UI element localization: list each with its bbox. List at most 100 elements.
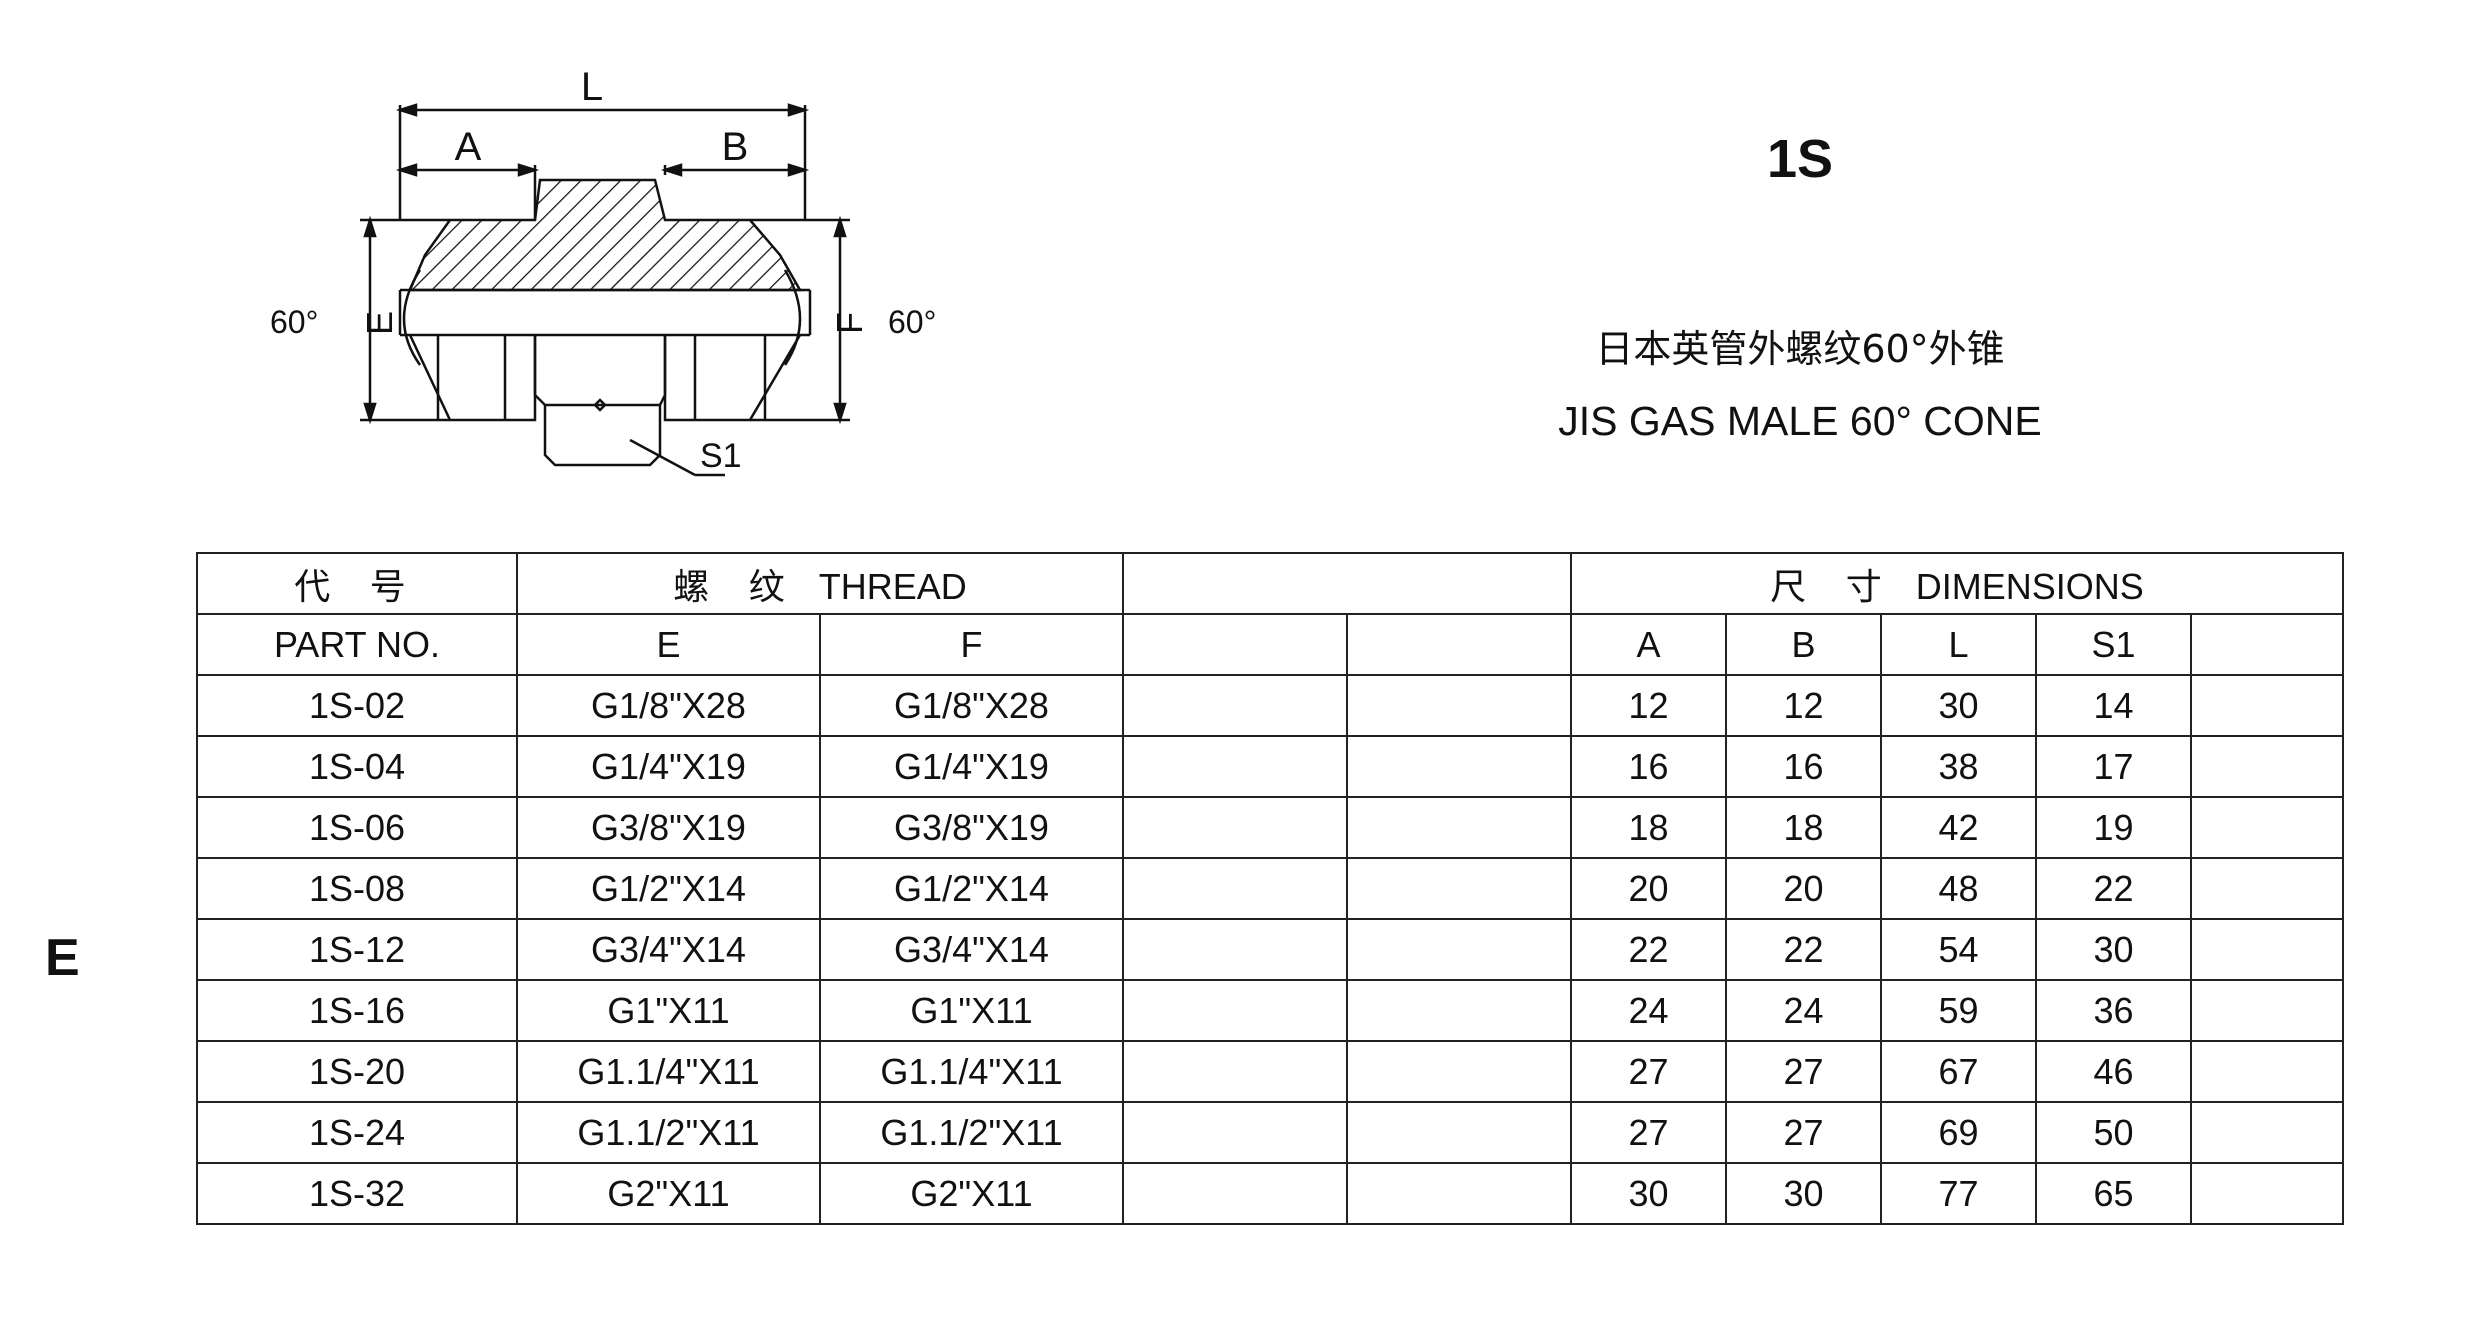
part-no-cell: 1S-16 — [196, 979, 518, 1042]
dim-b-cell: 12 — [1725, 674, 1882, 737]
blank-cell — [1346, 1040, 1572, 1103]
dim-label-e: E — [359, 311, 400, 335]
thread-e-cell: G3/4"X14 — [516, 918, 821, 981]
dim-l-cell: 48 — [1880, 857, 2037, 920]
dim-a-cell: 27 — [1570, 1040, 1727, 1103]
thread-f-cell: G1.1/2"X11 — [819, 1101, 1124, 1164]
dim-s1-cell: 17 — [2035, 735, 2192, 798]
blank-cell — [1346, 1101, 1572, 1164]
blank-cell — [1122, 1162, 1348, 1225]
angle-label-right: 60° — [888, 304, 936, 340]
thread-e-cell: G1/2"X14 — [516, 857, 821, 920]
thread-f-cell: G3/4"X14 — [819, 918, 1124, 981]
dim-s1-cell: 30 — [2035, 918, 2192, 981]
blank-cell — [1346, 735, 1572, 798]
dim-b-cell: 20 — [1725, 857, 1882, 920]
dim-b-cell: 27 — [1725, 1040, 1882, 1103]
dim-s1-cell: 46 — [2035, 1040, 2192, 1103]
thread-f-cell: G2"X11 — [819, 1162, 1124, 1225]
dim-a-cell: 20 — [1570, 857, 1727, 920]
dim-a-cell: 30 — [1570, 1162, 1727, 1225]
fitting-technical-drawing: L A B S1 60° 60° E F — [270, 65, 936, 477]
blank-cell — [2190, 674, 2344, 737]
dim-a-cell: 18 — [1570, 796, 1727, 859]
blank-cell — [1122, 857, 1348, 920]
thread-f-cell: G1/2"X14 — [819, 857, 1124, 920]
dim-s1-cell: 36 — [2035, 979, 2192, 1042]
blank-cell — [1346, 979, 1572, 1042]
dim-label-f: F — [829, 312, 870, 334]
model-code: 1S — [1766, 129, 1834, 189]
thread-e-cell: G2"X11 — [516, 1162, 821, 1225]
product-title-chinese: 日本英管外螺纹60°外锥 — [1595, 327, 2005, 371]
header-blank — [1122, 552, 1572, 615]
dim-label-s1: S1 — [700, 437, 742, 475]
dim-l-cell: 54 — [1880, 918, 2037, 981]
thread-e-cell: G1/8"X28 — [516, 674, 821, 737]
header-blank-1 — [1122, 613, 1348, 676]
part-no-cell: 1S-24 — [196, 1101, 518, 1164]
header-col-b: B — [1725, 613, 1882, 676]
header-col-s1: S1 — [2035, 613, 2192, 676]
header-col-a: A — [1570, 613, 1727, 676]
header-blank-3 — [2190, 613, 2344, 676]
part-no-cell: 1S-32 — [196, 1162, 518, 1225]
thread-e-cell: G1"X11 — [516, 979, 821, 1042]
part-no-cell: 1S-12 — [196, 918, 518, 981]
dim-a-cell: 22 — [1570, 918, 1727, 981]
blank-cell — [1122, 1040, 1348, 1103]
part-no-cell: 1S-02 — [196, 674, 518, 737]
header-part-cn: 代 号 — [196, 552, 518, 615]
spec-table: 代 号 螺 纹 THREAD 尺 寸 DIMENSIONS PART NO. E… — [196, 552, 2344, 1225]
blank-cell — [2190, 796, 2344, 859]
part-no-cell: 1S-08 — [196, 857, 518, 920]
section-letter: E — [45, 929, 80, 987]
blank-cell — [1346, 857, 1572, 920]
blank-cell — [2190, 1040, 2344, 1103]
header-col-f: F — [819, 613, 1124, 676]
product-title-english: JIS GAS MALE 60° CONE — [1558, 398, 2042, 444]
thread-e-cell: G3/8"X19 — [516, 796, 821, 859]
header-blank-2 — [1346, 613, 1572, 676]
part-no-cell: 1S-20 — [196, 1040, 518, 1103]
blank-cell — [1122, 796, 1348, 859]
dim-l-cell: 38 — [1880, 735, 2037, 798]
dim-b-cell: 24 — [1725, 979, 1882, 1042]
dim-b-cell: 27 — [1725, 1101, 1882, 1164]
dim-s1-cell: 50 — [2035, 1101, 2192, 1164]
part-no-cell: 1S-04 — [196, 735, 518, 798]
dim-a-cell: 27 — [1570, 1101, 1727, 1164]
blank-cell — [2190, 1101, 2344, 1164]
dim-l-cell: 77 — [1880, 1162, 2037, 1225]
blank-cell — [1346, 796, 1572, 859]
angle-label-left: 60° — [270, 304, 318, 340]
header-col-l: L — [1880, 613, 2037, 676]
dim-a-cell: 16 — [1570, 735, 1727, 798]
blank-cell — [1122, 918, 1348, 981]
header-thread: 螺 纹 THREAD — [516, 552, 1124, 615]
dim-s1-cell: 22 — [2035, 857, 2192, 920]
dim-label-a: A — [455, 125, 482, 169]
dim-l-cell: 30 — [1880, 674, 2037, 737]
header-row-2: PART NO. E F A B L S1 — [196, 613, 2344, 676]
header-part-en: PART NO. — [196, 613, 518, 676]
dim-l-cell: 42 — [1880, 796, 2037, 859]
blank-cell — [1122, 735, 1348, 798]
blank-cell — [1122, 979, 1348, 1042]
dim-label-b: B — [722, 125, 749, 169]
dim-b-cell: 22 — [1725, 918, 1882, 981]
thread-f-cell: G1"X11 — [819, 979, 1124, 1042]
blank-cell — [2190, 979, 2344, 1042]
blank-cell — [2190, 918, 2344, 981]
header-dimensions: 尺 寸 DIMENSIONS — [1570, 552, 2344, 615]
blank-cell — [1346, 1162, 1572, 1225]
thread-f-cell: G3/8"X19 — [819, 796, 1124, 859]
